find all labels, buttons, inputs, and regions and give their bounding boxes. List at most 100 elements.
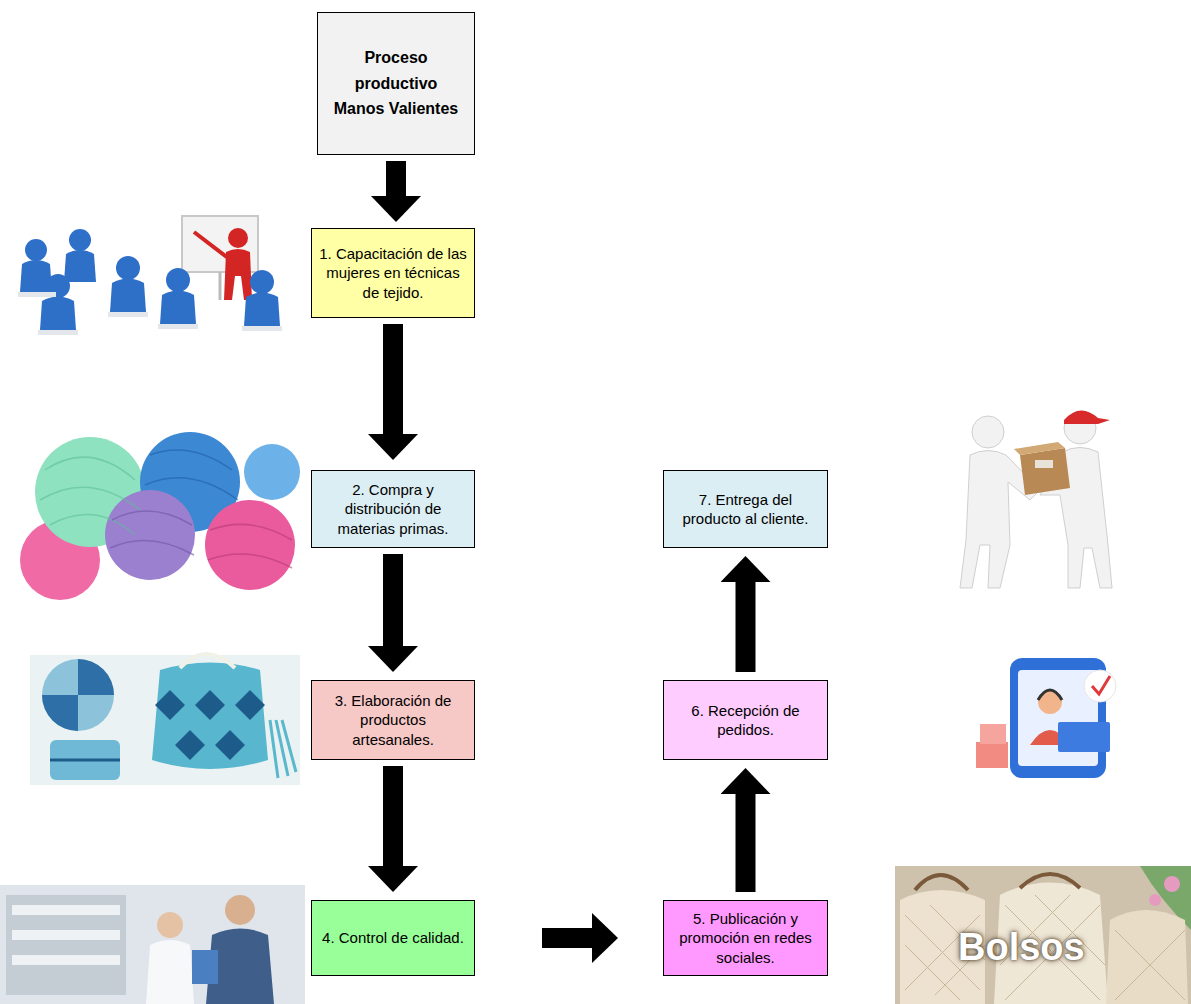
crochet-products-photo — [30, 655, 300, 785]
orders-illustration — [980, 724, 1006, 744]
bags-photo — [895, 866, 1191, 1004]
flow-arrow — [386, 161, 406, 196]
training-illustration — [110, 279, 146, 313]
bags-photo — [1115, 930, 1185, 1000]
yarn-illustration — [35, 437, 145, 547]
quality-control-photo — [6, 895, 126, 995]
yarn-illustration — [205, 500, 295, 590]
photo-caption: Bolsos — [958, 926, 1085, 969]
orders-illustration — [1038, 690, 1062, 714]
training-illustration — [194, 232, 228, 258]
yarn-illustration — [110, 511, 194, 555]
training-illustration — [160, 291, 196, 325]
crochet-products-photo — [155, 690, 265, 760]
bags-photo — [1149, 894, 1161, 906]
crochet-products-photo — [42, 659, 114, 731]
title-box: Proceso productivo Manos Valientes — [317, 12, 475, 155]
orders-illustration — [1084, 670, 1116, 702]
flow-arrow — [736, 582, 756, 672]
training-illustration — [64, 250, 96, 282]
training-illustration — [20, 229, 280, 330]
training-illustration — [166, 268, 190, 292]
process-box: 5. Publicación y promoción en redes soci… — [663, 900, 828, 976]
orders-illustration — [1038, 690, 1062, 700]
flow-arrow — [383, 324, 403, 434]
crochet-products-photo — [180, 654, 235, 668]
yarn-illustration — [208, 524, 292, 568]
yarn-illustration — [244, 444, 300, 500]
crochet-products-photo — [50, 759, 120, 762]
training-illustration — [228, 228, 248, 248]
quality-control-photo — [0, 885, 305, 1004]
flow-arrow — [542, 928, 592, 948]
delivery-illustration — [1020, 448, 1070, 495]
flow-arrow — [383, 554, 403, 646]
yarn-illustration — [40, 450, 292, 568]
box-text: Proceso productivo Manos Valientes — [329, 45, 463, 122]
training-illustration — [242, 326, 282, 331]
orders-illustration — [1058, 722, 1110, 752]
bags-photo — [905, 895, 1185, 1000]
quality-control-photo — [225, 895, 255, 925]
process-box: 7. Entrega del producto al cliente. — [663, 470, 828, 548]
training-illustration — [18, 292, 282, 335]
crochet-products-photo — [42, 659, 114, 731]
training-illustration — [18, 216, 282, 335]
quality-control-photo — [12, 930, 120, 940]
delivery-illustration — [1064, 410, 1110, 424]
training-illustration — [40, 297, 76, 331]
bags-photo — [1164, 876, 1180, 892]
training-illustration — [108, 312, 148, 317]
box-text: 1. Capacitación de las mujeres en técnic… — [318, 244, 468, 303]
quality-control-photo — [157, 912, 183, 938]
box-text: 5. Publicación y promoción en redes soci… — [670, 909, 821, 968]
training-illustration — [69, 229, 91, 251]
crochet-products-photo — [152, 663, 268, 770]
process-box: 1. Capacitación de las mujeres en técnic… — [311, 228, 475, 318]
yarn-illustration — [145, 450, 238, 500]
box-text: 6. Recepción de pedidos. — [670, 701, 821, 740]
crochet-products-photo — [50, 740, 120, 780]
yarn-illustration — [105, 490, 195, 580]
quality-control-photo — [146, 940, 194, 1004]
training-illustration — [158, 324, 198, 329]
orders-illustration — [976, 742, 1008, 768]
quality-control-photo — [0, 885, 305, 1004]
delivery-illustration — [960, 410, 1112, 588]
training-illustration — [38, 330, 78, 335]
crochet-products-photo — [270, 720, 296, 778]
process-box: 2. Compra y distribución de materias pri… — [311, 470, 475, 548]
flow-arrow — [736, 794, 756, 892]
box-text: 4. Control de calidad. — [322, 928, 464, 948]
quality-control-photo — [192, 950, 218, 984]
box-text: 7. Entrega del producto al cliente. — [670, 490, 821, 529]
yarn-illustration — [20, 432, 300, 600]
yarn-illustration — [40, 457, 140, 535]
delivery-illustration — [1035, 460, 1053, 468]
delivery-illustration — [1014, 442, 1065, 455]
training-illustration — [244, 293, 280, 327]
crochet-products-photo — [30, 654, 300, 785]
process-box: 3. Elaboración de productos artesanales. — [311, 680, 475, 760]
training-illustration — [25, 239, 47, 261]
bags-photo — [915, 874, 1080, 890]
bags-photo — [1106, 910, 1188, 1004]
quality-control-photo — [12, 905, 120, 915]
bags-photo — [895, 866, 1191, 1004]
delivery-illustration — [972, 416, 1004, 448]
training-illustration — [18, 292, 56, 297]
process-box: 6. Recepción de pedidos. — [663, 680, 828, 760]
box-text: 3. Elaboración de productos artesanales. — [318, 691, 468, 750]
process-box: 4. Control de calidad. — [311, 900, 475, 976]
training-illustration — [250, 270, 274, 294]
box-text: 2. Compra y distribución de materias pri… — [318, 480, 468, 539]
flow-arrow — [383, 766, 403, 866]
training-illustration — [219, 272, 222, 300]
orders-illustration — [976, 658, 1116, 778]
training-illustration — [116, 256, 140, 280]
quality-control-photo — [12, 955, 120, 965]
orders-illustration — [1092, 676, 1110, 694]
